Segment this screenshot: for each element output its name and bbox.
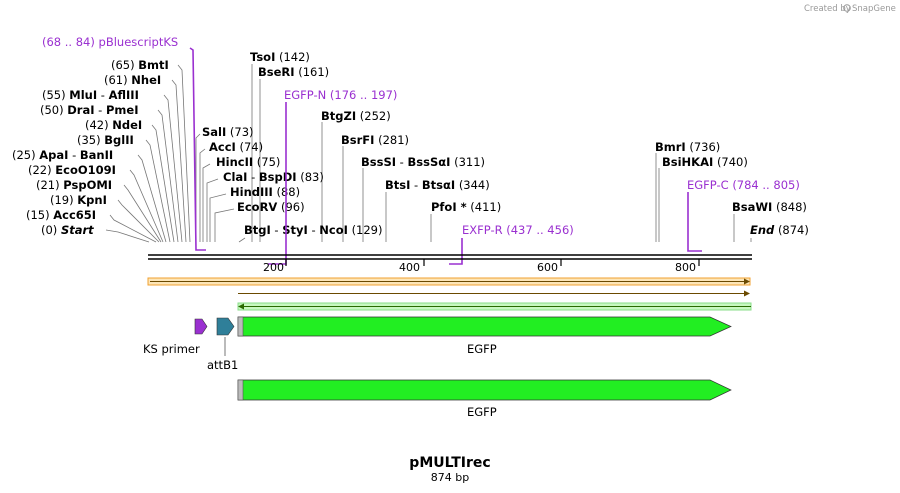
credit-brand: SnapGene [852,4,896,14]
ruler-label-600: 600 [537,261,558,274]
connector-btgi [238,237,246,243]
orf-orange-arrowhead [744,278,750,285]
site-bsrfi[interactable]: BsrFI (281) [341,133,409,147]
features: KS primer attB1 EGFP EGFP [143,316,732,419]
site-start[interactable]: (0) Start [41,223,94,237]
sites-mid: SalI (73) AccI (74) HincII (75) ClaI - B… [202,125,383,237]
site-drai[interactable]: (50) DraI - PmeI [40,103,139,117]
site-acc65i[interactable]: (15) Acc65I [26,208,96,222]
feature-attb1-label: attB1 [207,358,238,372]
snapgene-logo-icon [843,4,851,12]
primer-exfp-r[interactable] [449,238,463,265]
feature-attb1[interactable] [216,317,235,336]
connector-kpni [117,199,160,243]
connector-hincii [202,163,211,242]
site-ndei[interactable]: (42) NdeI [85,118,142,132]
primer-egfp-c[interactable] [687,192,702,252]
sites-left: (65) BmtI (61) NheI (55) MluI - AflIII (… [12,58,169,237]
site-hindiii[interactable]: HindIII (88) [230,185,300,199]
site-pfoi[interactable]: PfoI * (411) [431,200,501,214]
connector-apai [137,154,167,243]
primer-exfp-r-label[interactable]: EXFP-R (437 .. 456) [462,223,574,237]
primer-egfp-n-label[interactable]: EGFP-N (176 .. 197) [284,88,397,102]
sites-right: BmrI (736) BsiHKAI (740) BsaWI (848) End… [655,140,809,237]
site-bmri[interactable]: BmrI (736) [655,140,720,154]
site-ecorv[interactable]: EcoRV (96) [237,200,305,214]
feature-egfp-1-label: EGFP [467,342,497,356]
site-bseri[interactable]: BseRI (161) [258,65,329,79]
connector-ecoo109i [129,169,164,243]
primer-pbluescriptks-label[interactable]: (68 .. 84) pBluescriptKS [42,35,178,49]
primer-pbluescriptks[interactable] [189,47,206,251]
orfs [147,277,752,311]
connector-mlui [163,94,183,243]
connector-ndei [151,124,175,243]
site-bmti[interactable]: (65) BmtI [111,58,169,72]
connector-bglii [145,139,171,243]
connector-sali [195,133,201,242]
site-apai[interactable]: (25) ApaI - BanII [12,148,113,162]
ruler-label-800: 800 [675,261,696,274]
site-btgzi[interactable]: BtgZI (252) [321,109,391,123]
feature-egfp-2[interactable] [237,379,732,401]
credit-text: Created by [804,4,851,14]
site-mlui[interactable]: (55) MluI - AflIII [42,88,139,102]
site-nhei[interactable]: (61) NheI [104,73,161,87]
connector-acci [199,148,206,242]
connector-pspomi [123,184,162,243]
site-ecoo109i[interactable]: (22) EcoO109I [28,163,116,177]
site-hincii[interactable]: HincII (75) [216,155,280,169]
connector-drai [157,109,179,243]
connector-ecorv [214,208,235,242]
site-btsi[interactable]: BtsI - BtsαI (344) [385,178,490,192]
primer-egfp-c-label[interactable]: EGFP-C (784 .. 805) [687,178,800,192]
site-bsihkai[interactable]: BsiHKAI (740) [662,155,748,169]
feature-ks-primer[interactable] [194,318,208,335]
feature-egfp-1[interactable] [237,316,732,337]
site-connectors-left [105,64,752,243]
connector-hindiii [209,193,227,242]
site-tsoi[interactable]: TsoI (142) [250,50,310,64]
ruler-label-200: 200 [263,261,284,274]
map-title: pMULTIrec [409,455,490,471]
connector-start [105,229,150,243]
primers: (68 .. 84) pBluescriptKS EGFP-N (176 .. … [42,35,800,265]
connector-acc65i [109,214,157,243]
connector-clai [206,178,219,242]
site-pspomi[interactable]: (21) PspOMI [36,178,112,192]
ruler-label-400: 400 [399,261,420,274]
feature-ks-primer-label: KS primer [143,342,200,356]
site-bglii[interactable]: (35) BglII [77,133,134,147]
connector-bmti [177,64,191,243]
connector-nhei [171,79,187,243]
site-sali[interactable]: SalI (73) [202,125,254,139]
site-end[interactable]: End (874) [750,223,809,237]
map-length: 874 bp [431,471,469,484]
sequence-backbone [148,254,752,260]
orf-green-arrowhead [238,303,244,310]
sites-top: TsoI (142) BseRI (161) BtgZI (252) BsrFI… [250,50,501,214]
feature-egfp-2-label: EGFP [467,405,497,419]
ruler: 200 400 600 800 [263,259,700,274]
snapgene-credit[interactable]: Created by SnapGene [804,4,896,14]
site-kpni[interactable]: (19) KpnI [50,193,107,207]
site-acci[interactable]: AccI (74) [209,140,263,154]
site-btgi[interactable]: BtgI - StyI - NcoI (129) [244,223,383,237]
site-bsawi[interactable]: BsaWI (848) [732,200,807,214]
site-bsssi[interactable]: BssSI - BssSαI (311) [361,155,485,169]
site-clai[interactable]: ClaI - BspDI (83) [223,170,324,184]
